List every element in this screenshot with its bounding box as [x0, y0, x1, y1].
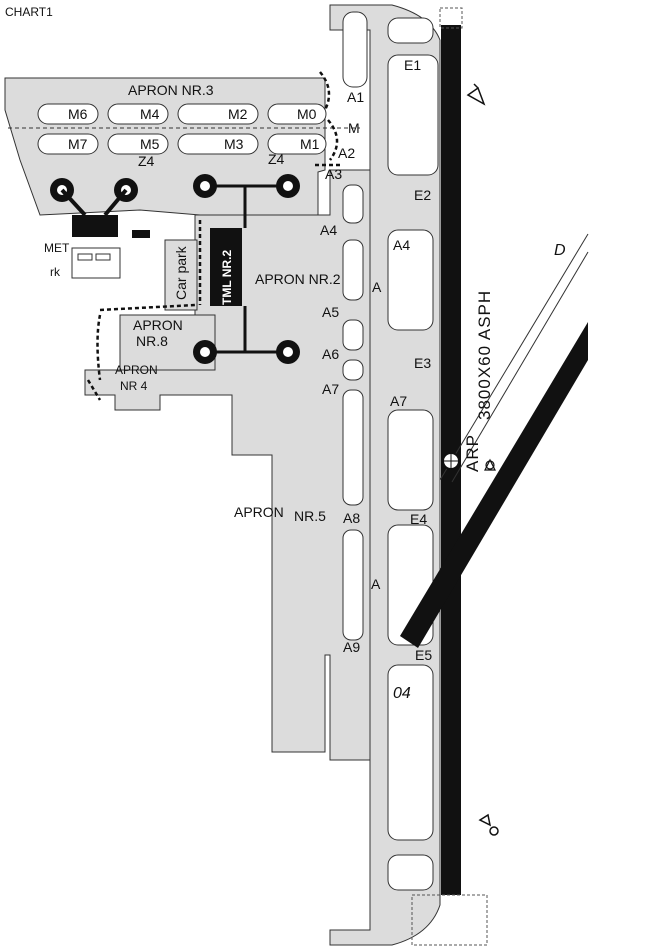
old-terminal: [72, 215, 118, 237]
twy-a1: A1: [347, 89, 364, 105]
zone-z4-left: Z4: [138, 153, 155, 169]
twy-a5: A5: [322, 304, 339, 320]
met-label: MET: [44, 241, 70, 255]
twy-a8: A8: [343, 510, 360, 526]
stand-m1: M1: [300, 136, 320, 152]
twy-m: M: [348, 120, 360, 136]
park-label: rk: [50, 265, 61, 279]
apron-8-label-line1: APRON: [133, 317, 183, 333]
small-building: [132, 230, 150, 238]
twy-a-lower: A: [371, 576, 381, 592]
stand-m3: M3: [224, 136, 244, 152]
twy-a7-east: A7: [390, 393, 407, 409]
chart-title: CHART1: [5, 5, 53, 19]
arp-label: ARP: [463, 434, 482, 472]
terminal-label: TML NR.2: [220, 250, 234, 305]
stand-m7: M7: [68, 136, 88, 152]
twy-e5: E5: [415, 647, 432, 663]
apron-3-label: APRON NR.3: [128, 82, 214, 98]
twy-a2: A2: [338, 145, 355, 161]
twy-a6: A6: [322, 346, 339, 362]
twy-a9: A9: [343, 639, 360, 655]
twy-d: D: [554, 242, 566, 259]
windsock-icon: [466, 83, 486, 106]
runway-threshold-north: [439, 7, 463, 29]
zone-z4-right: Z4: [268, 151, 285, 167]
stand-row-north: [37, 103, 327, 155]
stand-m4: M4: [140, 106, 160, 122]
apron-4-label-line2: NR 4: [120, 379, 148, 393]
apron-2-label: APRON NR.2: [255, 271, 341, 287]
light-icon: [478, 813, 499, 836]
terminal-piers: [205, 184, 290, 354]
runway-crossing: [400, 322, 588, 648]
twy-a3: A3: [325, 166, 342, 182]
twy-e1: E1: [404, 57, 421, 73]
twy-a4: A4: [320, 222, 337, 238]
twy-a-upper: A: [372, 279, 382, 295]
runway-designator: 04: [393, 685, 411, 702]
car-park: [164, 239, 198, 311]
twy-e2: E2: [414, 187, 431, 203]
stand-m6: M6: [68, 106, 88, 122]
twy-a4-east: A4: [393, 237, 410, 253]
abn-icon: [484, 458, 496, 471]
twy-e3: E3: [414, 355, 431, 371]
runway-threshold-south: [411, 894, 488, 946]
apron-4-label-line1: APRON: [115, 363, 158, 377]
apron-5-label-b: NR.5: [294, 508, 326, 524]
apron-5-label-a: APRON: [234, 504, 284, 520]
stand-m0: M0: [297, 106, 317, 122]
holding-positions: [86, 71, 340, 401]
terminal-building: [210, 228, 242, 306]
stand-m5: M5: [140, 136, 160, 152]
apron-8-label-line2: NR.8: [136, 333, 168, 349]
twy-a7: A7: [322, 381, 339, 397]
twy-e4: E4: [410, 511, 427, 527]
car-park-label: Car park: [173, 245, 189, 300]
stand-m2: M2: [228, 106, 248, 122]
runway-dimensions: 3800X60 ASPH: [475, 290, 494, 420]
